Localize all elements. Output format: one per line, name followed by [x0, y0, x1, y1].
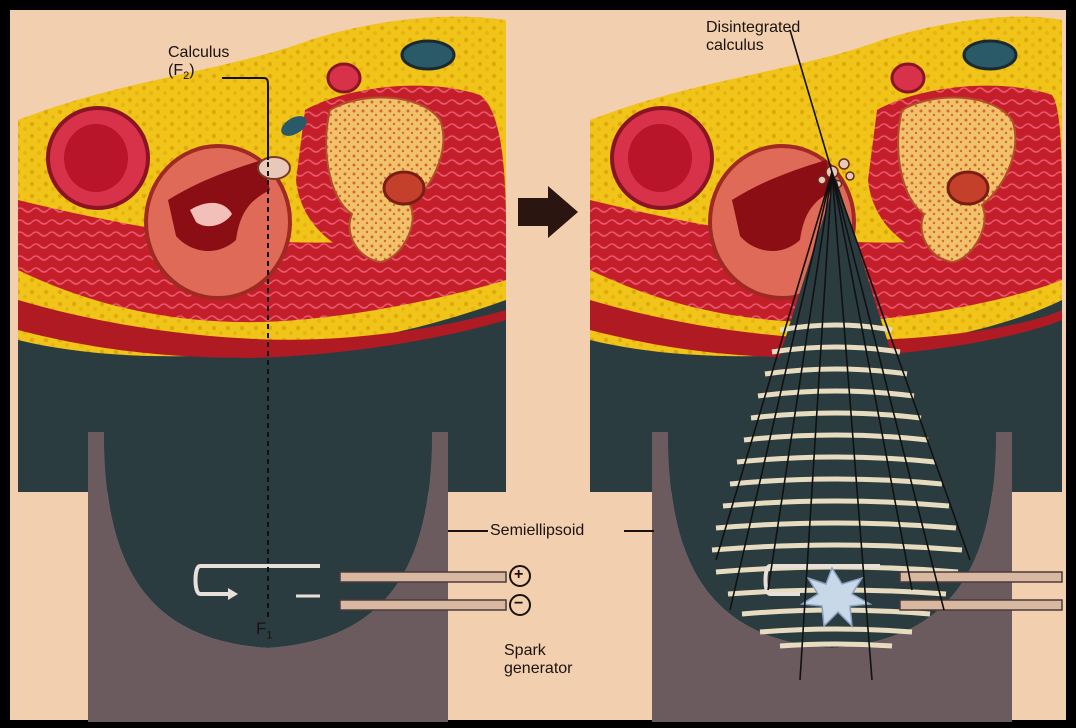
calculus-stone [258, 157, 290, 179]
spark-generator-label: Spark generator [504, 642, 573, 678]
semiellipsoid-label: Semiellipsoid [490, 522, 584, 540]
calculus-label: Calculus (F2) [168, 44, 229, 85]
plus-symbol: + [514, 566, 523, 584]
right-panel [590, 17, 1062, 722]
focus-f1-label: F1 [256, 620, 273, 644]
minus-symbol: − [514, 595, 523, 613]
disintegrated-calculus-label: Disintegrated calculus [706, 19, 800, 55]
left-panel [18, 17, 506, 722]
